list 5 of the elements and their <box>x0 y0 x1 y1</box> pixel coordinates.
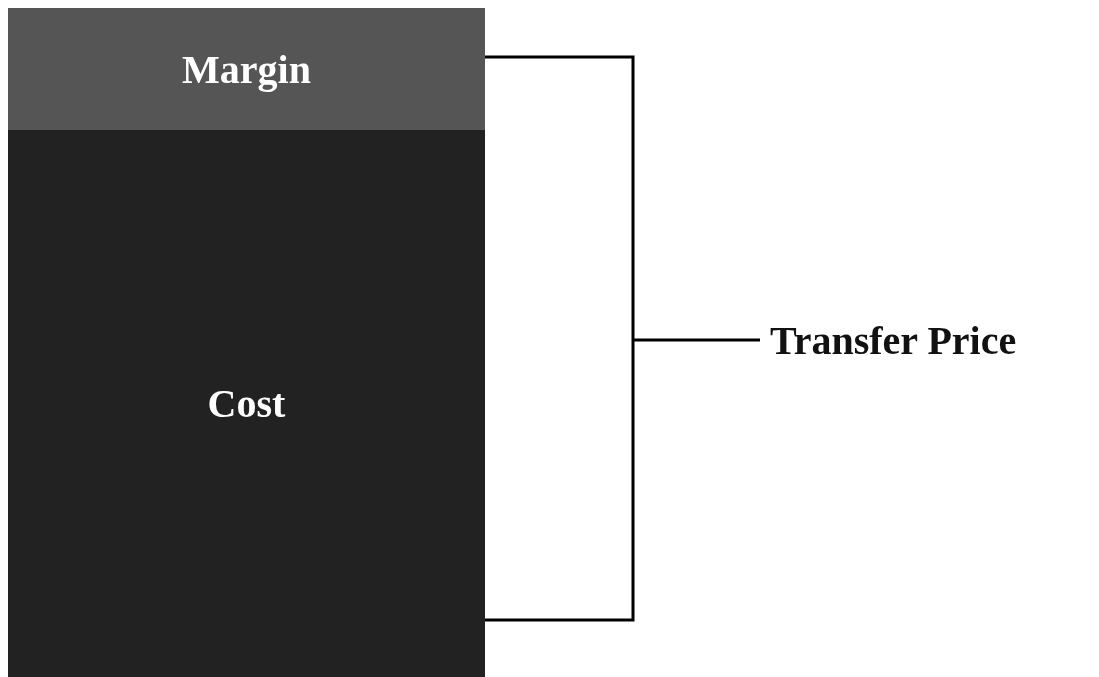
segment-label: Margin <box>182 45 311 93</box>
bracket-label: Transfer Price <box>770 316 1017 364</box>
margin-segment <box>8 8 485 130</box>
segment-label: Cost <box>207 380 286 427</box>
cost-segment <box>8 130 485 677</box>
